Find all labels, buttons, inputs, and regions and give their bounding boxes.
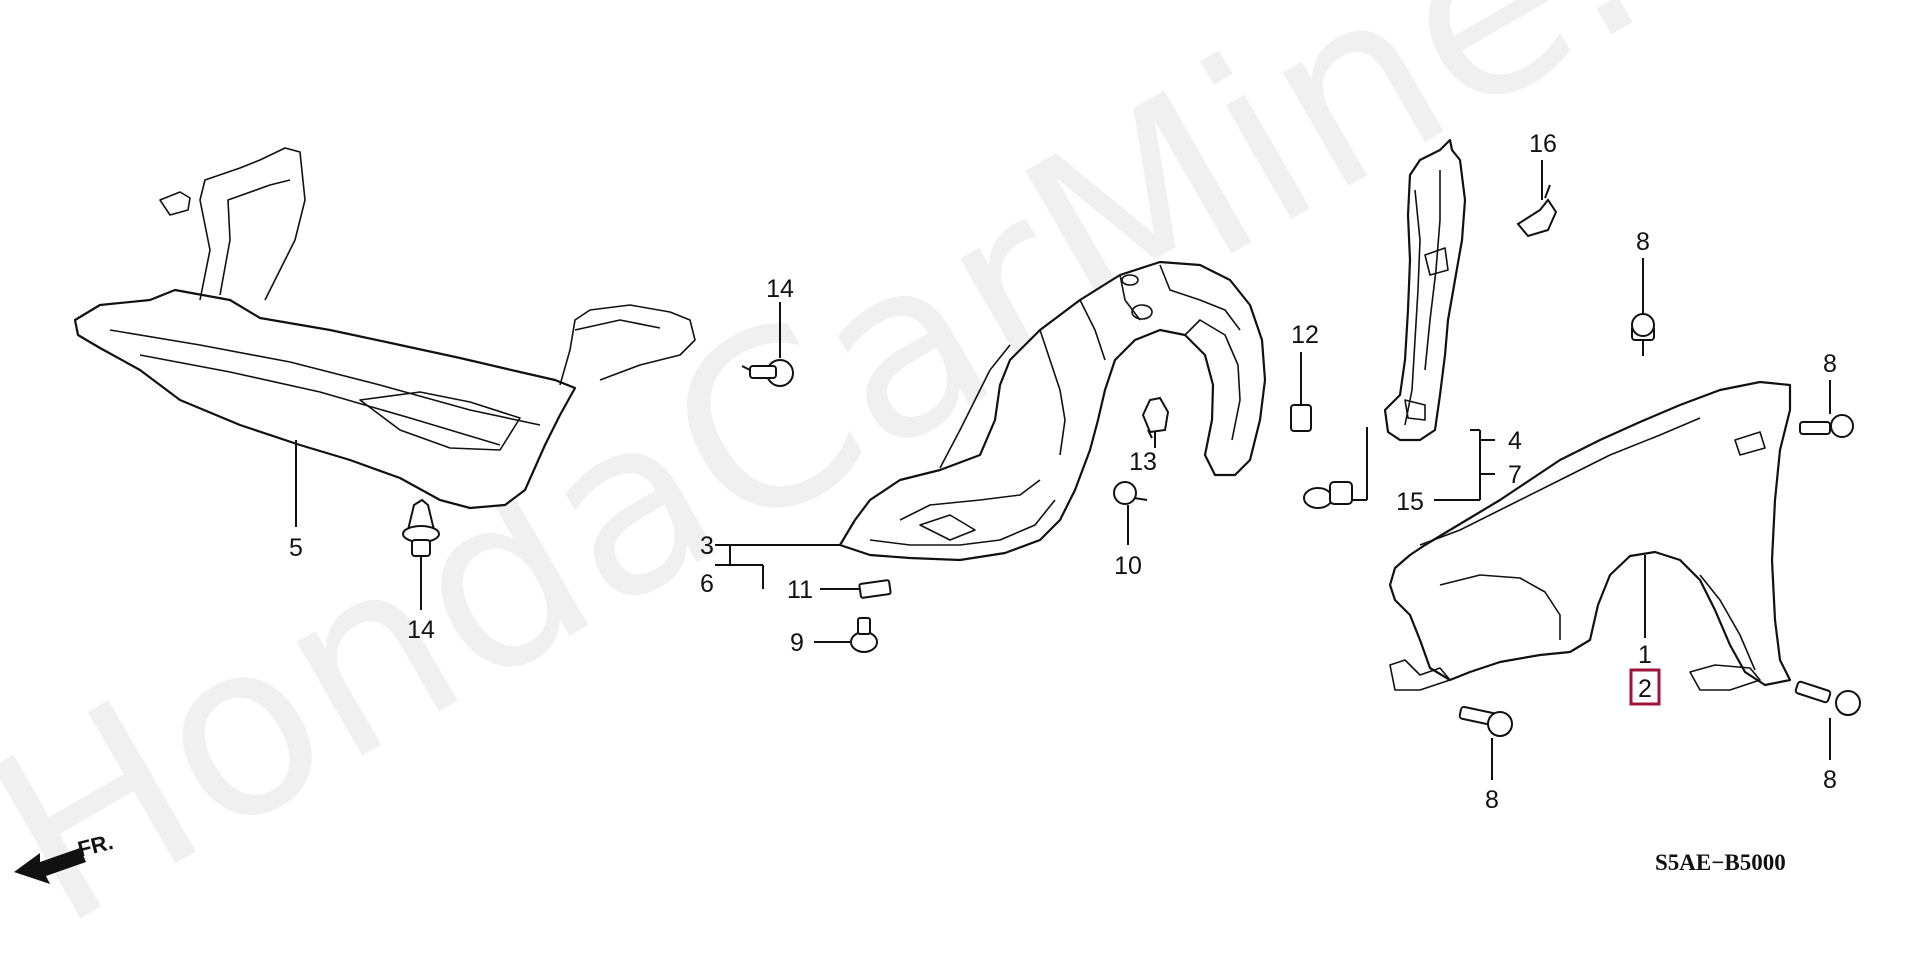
callout-7[interactable]: 7 <box>1508 461 1522 489</box>
bolt-8-bottom-left[interactable] <box>1458 705 1513 737</box>
callout-8-bottom-left[interactable]: 8 <box>1485 786 1499 814</box>
callout-8-top[interactable]: 8 <box>1636 228 1650 256</box>
bolt-10[interactable] <box>1113 481 1148 505</box>
bolt-9[interactable] <box>850 617 878 653</box>
callout-10[interactable]: 10 <box>1114 552 1142 580</box>
callout-15[interactable]: 15 <box>1396 488 1424 516</box>
inner-fender[interactable] <box>838 260 1267 562</box>
front-under-cover[interactable] <box>73 147 696 510</box>
bolt-8-bottom-right[interactable] <box>1794 680 1861 716</box>
clip-13[interactable] <box>1141 396 1170 439</box>
leader-lines <box>295 160 1831 780</box>
callout-2-highlight[interactable]: 2 <box>1629 668 1661 706</box>
clip-11[interactable] <box>858 579 892 599</box>
callout-8-right[interactable]: 8 <box>1823 350 1837 378</box>
callout-12[interactable]: 12 <box>1291 321 1319 349</box>
front-arrow-icon <box>14 848 86 884</box>
callout-16[interactable]: 16 <box>1529 130 1557 158</box>
front-fender[interactable] <box>1388 380 1792 691</box>
callout-14-lower[interactable]: 14 <box>407 616 435 644</box>
fender-bracket[interactable] <box>1383 138 1467 442</box>
callout-8-bottom-right[interactable]: 8 <box>1823 766 1837 794</box>
callout-5[interactable]: 5 <box>289 534 303 562</box>
callout-2[interactable]: 2 <box>1638 675 1652 703</box>
bolt-8-right[interactable] <box>1799 414 1854 438</box>
clip-16[interactable] <box>1516 184 1558 238</box>
callout-6[interactable]: 6 <box>700 570 714 598</box>
callout-3[interactable]: 3 <box>700 532 714 560</box>
callout-13[interactable]: 13 <box>1129 448 1157 476</box>
callout-11[interactable]: 11 <box>787 576 813 604</box>
clip-14-lower[interactable] <box>402 498 440 557</box>
nut-12[interactable] <box>1290 404 1312 432</box>
callout-2-box <box>1629 668 1661 706</box>
diagram-code: S5AE−B5000 <box>1655 850 1786 875</box>
clip-14-upper[interactable] <box>741 359 794 387</box>
callout-1[interactable]: 1 <box>1638 641 1652 669</box>
bolt-8-top[interactable] <box>1631 313 1655 356</box>
callout-4[interactable]: 4 <box>1508 427 1522 455</box>
callout-14-upper[interactable]: 14 <box>766 275 794 303</box>
callout-9[interactable]: 9 <box>790 629 804 657</box>
clip-15[interactable] <box>1303 481 1353 509</box>
